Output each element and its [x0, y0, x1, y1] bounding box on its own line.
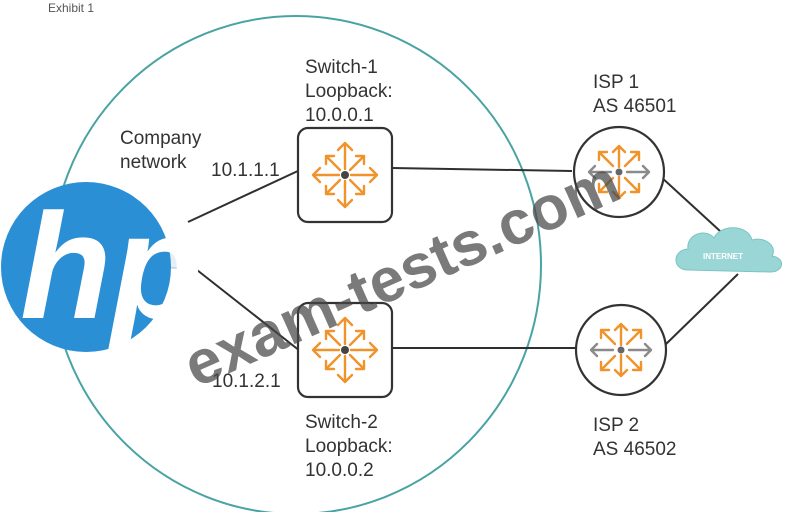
isp2-label: ISP 2 AS 46502: [593, 415, 676, 460]
link-isp2-internet: [663, 273, 739, 347]
company-network-label: Company network: [120, 128, 207, 173]
link-switch1-isp1: [391, 167, 573, 172]
switch1-interface-ip: 10.1.1.1: [211, 160, 280, 181]
hp-logo: hp: [1, 182, 203, 352]
internet-cloud-icon[interactable]: INTERNET: [675, 227, 782, 273]
hp-logo-text: hp: [20, 182, 203, 350]
isp1-label: ISP 1 AS 46501: [593, 72, 676, 117]
switch2-icon[interactable]: [296, 301, 394, 399]
link-cloud-switch1: [187, 169, 301, 223]
switch2-interface-ip: 10.1.2.1: [212, 371, 281, 392]
link-cloud-switch2: [196, 269, 301, 352]
switch2-label: Switch-2 Loopback: 10.0.0.2: [305, 412, 398, 481]
isp2-router-icon[interactable]: [574, 303, 668, 397]
watermark: exam-tests.com: [174, 147, 630, 401]
exhibit-label: Exhibit 1: [48, 1, 94, 15]
switch1-label: Switch-1 Loopback: 10.0.0.1: [305, 57, 398, 126]
link-isp1-internet: [659, 175, 721, 232]
internet-label: INTERNET: [703, 252, 743, 261]
switch1-icon[interactable]: [296, 126, 394, 224]
isp1-router-icon[interactable]: [572, 125, 666, 219]
links: [187, 167, 739, 352]
